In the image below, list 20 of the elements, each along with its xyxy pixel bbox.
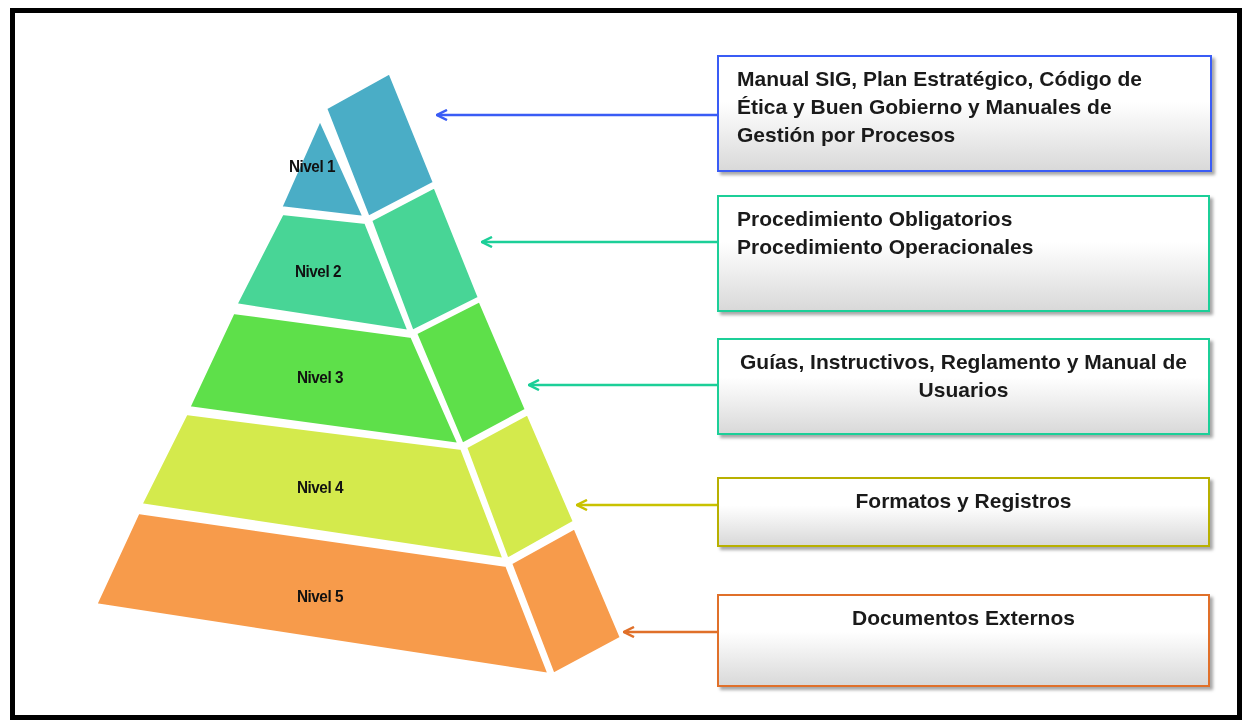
- level-label: Nivel 2: [294, 262, 342, 282]
- box-text: Procedimiento Operacionales: [737, 234, 1035, 260]
- box-text: Formatos y Registros: [854, 488, 1073, 514]
- box-text: Manual SIG, Plan Estratégico, Código de Ética y Buen Gobierno y Manuales de Gestión por Procesos: [737, 66, 1143, 148]
- level-label: Nivel 5: [296, 587, 344, 607]
- level-label: Nivel 4: [296, 478, 344, 498]
- text-box: [717, 55, 1212, 172]
- text-box: [717, 195, 1210, 312]
- box-text: Guías, Instructivos, Reglamento y Manual de Usuarios: [739, 349, 1188, 403]
- box-text: Documentos Externos: [851, 605, 1076, 631]
- arrow: [480, 235, 717, 249]
- arrow: [575, 498, 717, 512]
- box-text: Procedimiento Obligatorios: [737, 206, 1014, 232]
- text-box: [717, 338, 1210, 435]
- text-box: [717, 594, 1210, 687]
- arrow: [622, 625, 717, 639]
- text-box: [717, 477, 1210, 547]
- arrow: [527, 378, 717, 392]
- arrow: [435, 108, 717, 122]
- level-label: Nivel 3: [296, 368, 344, 388]
